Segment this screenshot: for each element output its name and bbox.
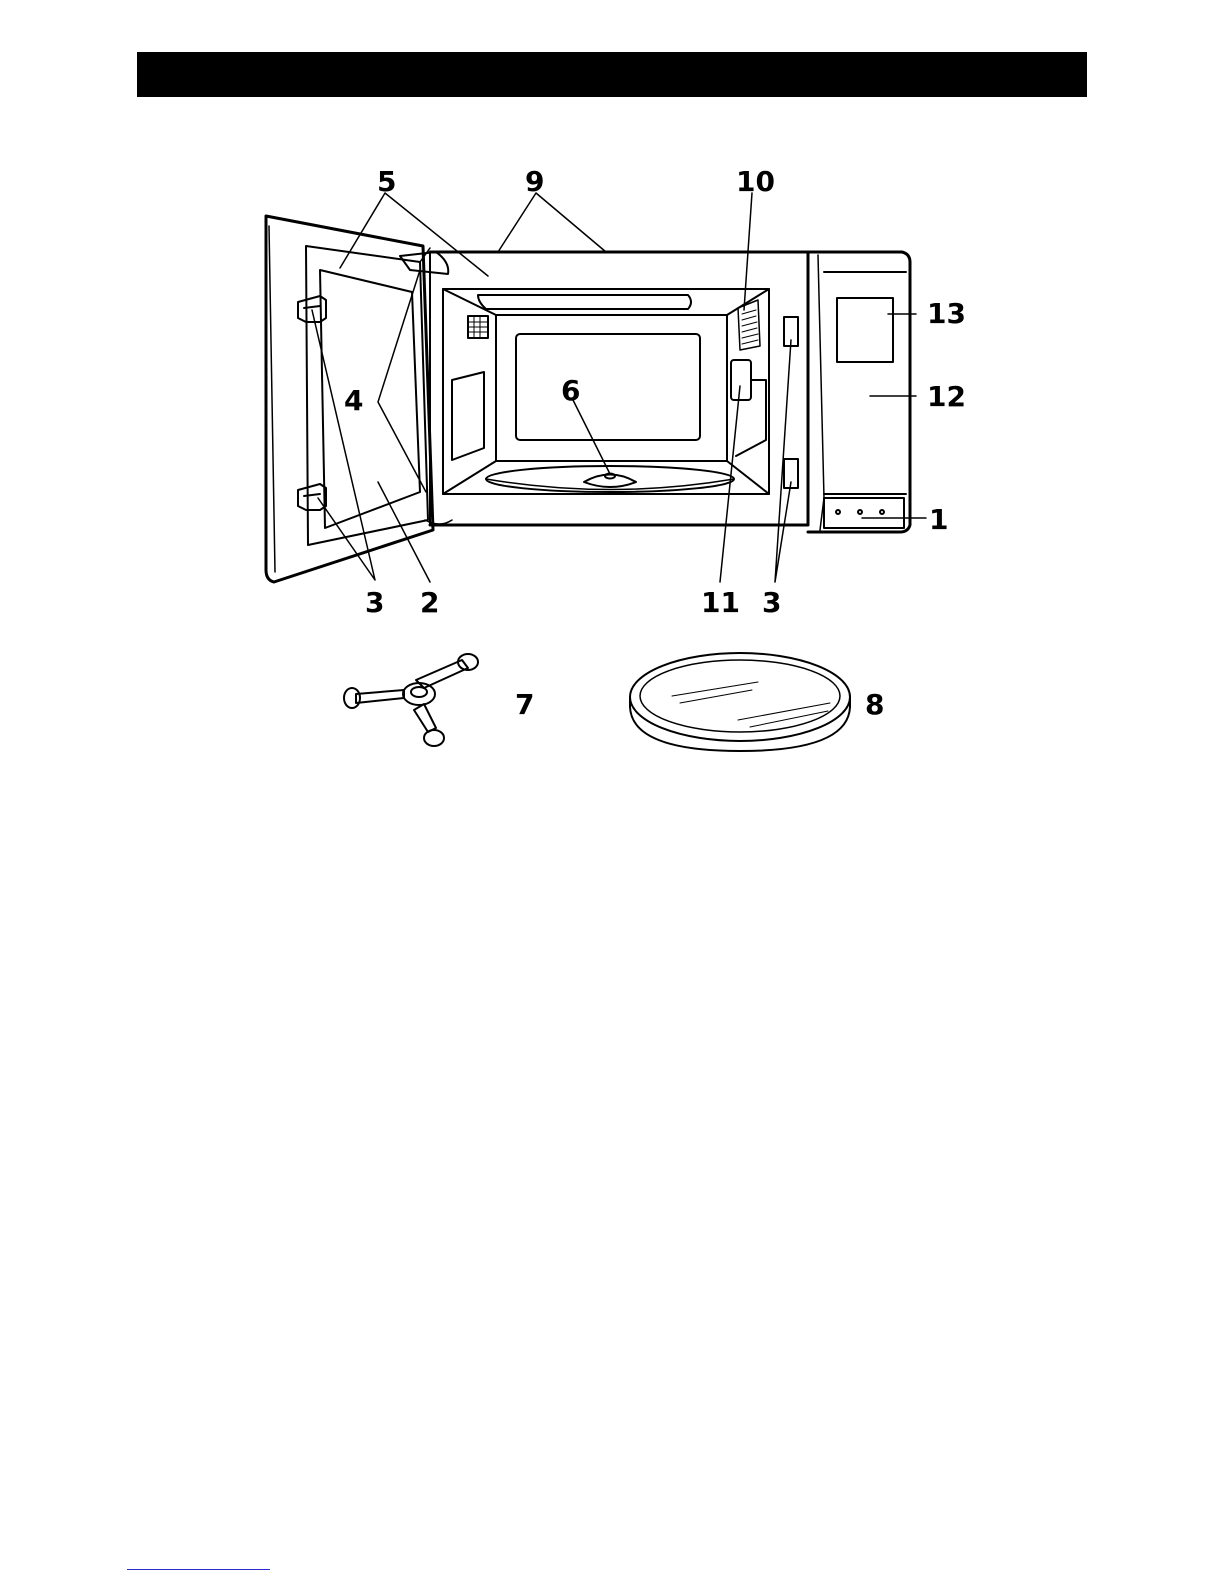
callout-11: 11 <box>701 586 740 619</box>
coupler <box>584 475 636 488</box>
cavity-back-panel <box>516 334 700 440</box>
door-hook-lower <box>298 484 326 510</box>
roller-ring <box>344 654 478 746</box>
callout-2: 2 <box>420 586 439 619</box>
indicator-dot-2 <box>858 510 862 514</box>
control-panel <box>808 252 910 532</box>
oven-cavity <box>443 289 769 494</box>
cavity-interlock <box>731 360 751 400</box>
callout-5: 5 <box>377 165 396 198</box>
cavity-lamp <box>478 295 691 309</box>
indicator-dot-1 <box>836 510 840 514</box>
footer-rule <box>127 1569 270 1570</box>
callout-9: 9 <box>525 165 544 198</box>
indicator-dot-3 <box>880 510 884 514</box>
display-window <box>837 298 893 362</box>
callout-3-right: 3 <box>762 586 781 619</box>
glass-tray <box>630 653 850 751</box>
waveguide-cover <box>738 300 760 350</box>
callout-1: 1 <box>929 503 948 536</box>
callout-12: 12 <box>927 380 966 413</box>
callout-10: 10 <box>736 165 775 198</box>
callout-13: 13 <box>927 297 966 330</box>
callout-7: 7 <box>515 688 534 721</box>
callout-3-left: 3 <box>365 586 384 619</box>
callout-6: 6 <box>561 374 580 407</box>
callout-8: 8 <box>865 688 884 721</box>
callout-4: 4 <box>344 384 363 417</box>
cavity-left-window <box>452 372 484 460</box>
door-window <box>320 270 420 528</box>
